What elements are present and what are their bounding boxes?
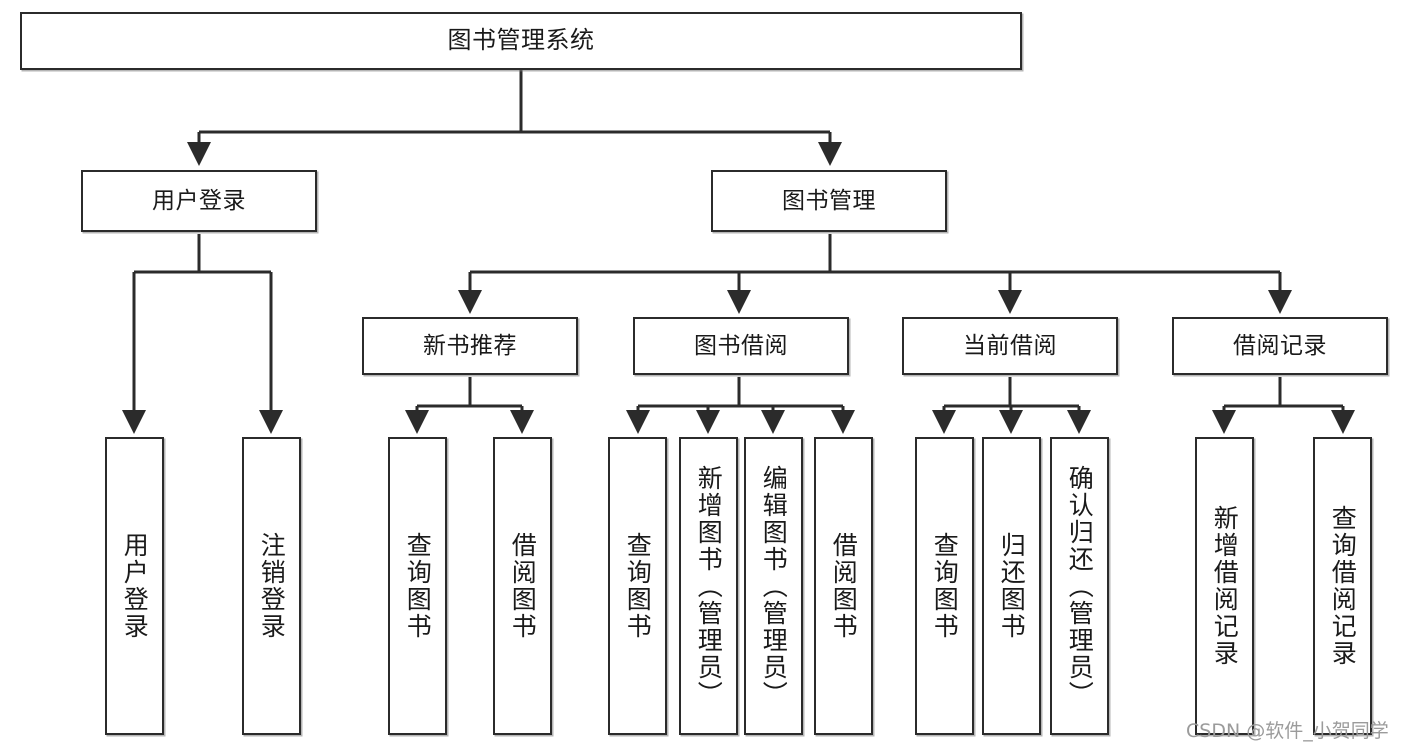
node-leaf-confirm-return[interactable]: 确认归还（管理员）	[1050, 437, 1109, 735]
node-leaf-query-book-3-label: 查询图书	[930, 532, 960, 640]
node-new-book-rec[interactable]: 新书推荐	[362, 317, 578, 375]
node-borrow-record-label: 借阅记录	[1233, 332, 1327, 359]
node-root-label: 图书管理系统	[447, 26, 595, 55]
node-leaf-borrow-book-2[interactable]: 借阅图书	[814, 437, 873, 735]
node-borrow-record[interactable]: 借阅记录	[1172, 317, 1388, 375]
node-leaf-query-record-label: 查询借阅记录	[1328, 505, 1358, 667]
node-current-borrow[interactable]: 当前借阅	[902, 317, 1118, 375]
node-leaf-query-book-2-label: 查询图书	[623, 532, 653, 640]
node-leaf-edit-book[interactable]: 编辑图书（管理员）	[744, 437, 803, 735]
node-leaf-user-login[interactable]: 用户登录	[105, 437, 164, 735]
node-leaf-borrow-book-1[interactable]: 借阅图书	[493, 437, 552, 735]
node-user-login-label: 用户登录	[152, 187, 246, 214]
node-leaf-borrow-book-1-label: 借阅图书	[508, 532, 538, 640]
node-new-book-rec-label: 新书推荐	[423, 332, 517, 359]
node-book-borrow-label: 图书借阅	[694, 332, 788, 359]
node-leaf-user-login-label: 用户登录	[120, 532, 150, 640]
node-leaf-query-book-1[interactable]: 查询图书	[388, 437, 447, 735]
node-leaf-add-record-label: 新增借阅记录	[1210, 505, 1240, 667]
node-leaf-logout-login[interactable]: 注销登录	[242, 437, 301, 735]
node-root[interactable]: 图书管理系统	[20, 12, 1022, 70]
node-leaf-add-record[interactable]: 新增借阅记录	[1195, 437, 1254, 735]
node-leaf-edit-book-label: 编辑图书（管理员）	[759, 464, 789, 708]
node-leaf-add-book[interactable]: 新增图书（管理员）	[679, 437, 738, 735]
node-book-manage[interactable]: 图书管理	[711, 170, 947, 232]
node-current-borrow-label: 当前借阅	[963, 332, 1057, 359]
node-leaf-return-book-label: 归还图书	[997, 532, 1027, 640]
node-leaf-query-book-1-label: 查询图书	[403, 532, 433, 640]
node-leaf-return-book[interactable]: 归还图书	[982, 437, 1041, 735]
node-book-manage-label: 图书管理	[782, 187, 876, 214]
node-leaf-query-book-3[interactable]: 查询图书	[915, 437, 974, 735]
node-book-borrow[interactable]: 图书借阅	[633, 317, 849, 375]
node-leaf-query-record[interactable]: 查询借阅记录	[1313, 437, 1372, 735]
node-leaf-add-book-label: 新增图书（管理员）	[694, 464, 724, 708]
node-leaf-borrow-book-2-label: 借阅图书	[829, 532, 859, 640]
node-user-login[interactable]: 用户登录	[81, 170, 317, 232]
node-leaf-logout-login-label: 注销登录	[257, 532, 287, 640]
node-leaf-confirm-return-label: 确认归还（管理员）	[1065, 464, 1095, 708]
watermark-text: CSDN @软件_小贺同学	[1186, 720, 1389, 742]
node-leaf-query-book-2[interactable]: 查询图书	[608, 437, 667, 735]
